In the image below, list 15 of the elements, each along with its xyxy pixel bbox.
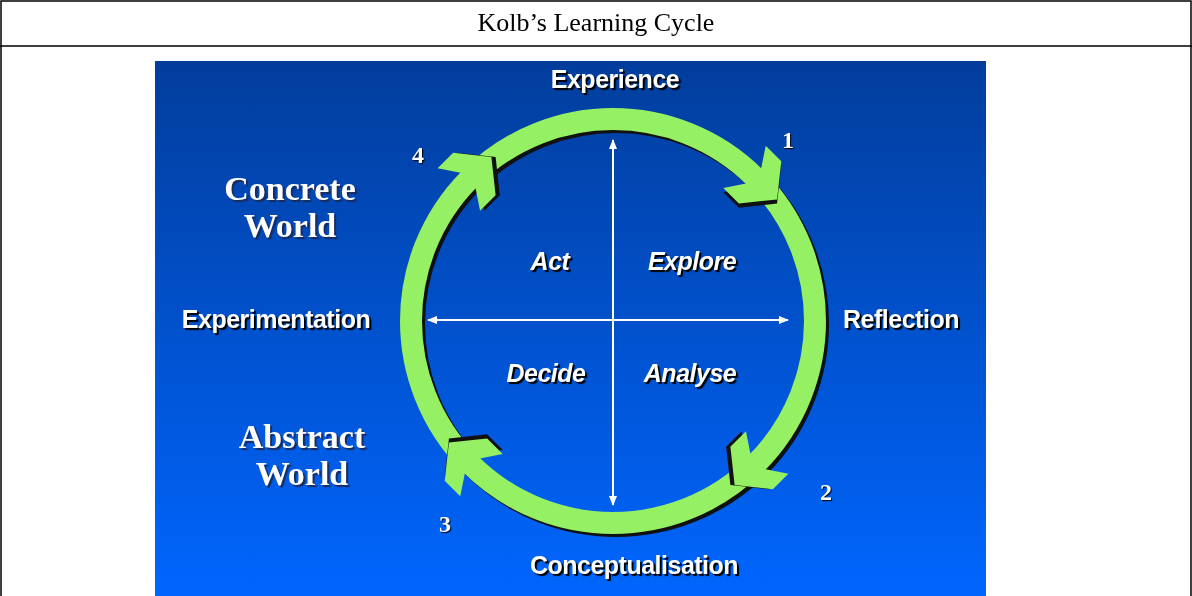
- quadrant-label: Explore: [647, 248, 737, 276]
- step-number: 2: [820, 478, 832, 506]
- world-label: Abstract World: [237, 417, 367, 493]
- pole-label: Conceptualisation: [529, 552, 739, 580]
- pole-label: Reflection: [843, 306, 959, 334]
- step-number: 3: [439, 510, 451, 538]
- world-label: Concrete World: [223, 169, 357, 245]
- table-title: Kolb’s Learning Cycle: [476, 8, 716, 38]
- quadrant-label: Analyse: [643, 360, 737, 388]
- step-number: 1: [782, 126, 794, 154]
- step-number: 4: [412, 141, 424, 169]
- quadrant-label: Act: [530, 248, 570, 276]
- quadrant-label: Decide: [506, 360, 586, 388]
- pole-label: Experience: [550, 66, 680, 94]
- pole-label: Experimentation: [181, 306, 371, 334]
